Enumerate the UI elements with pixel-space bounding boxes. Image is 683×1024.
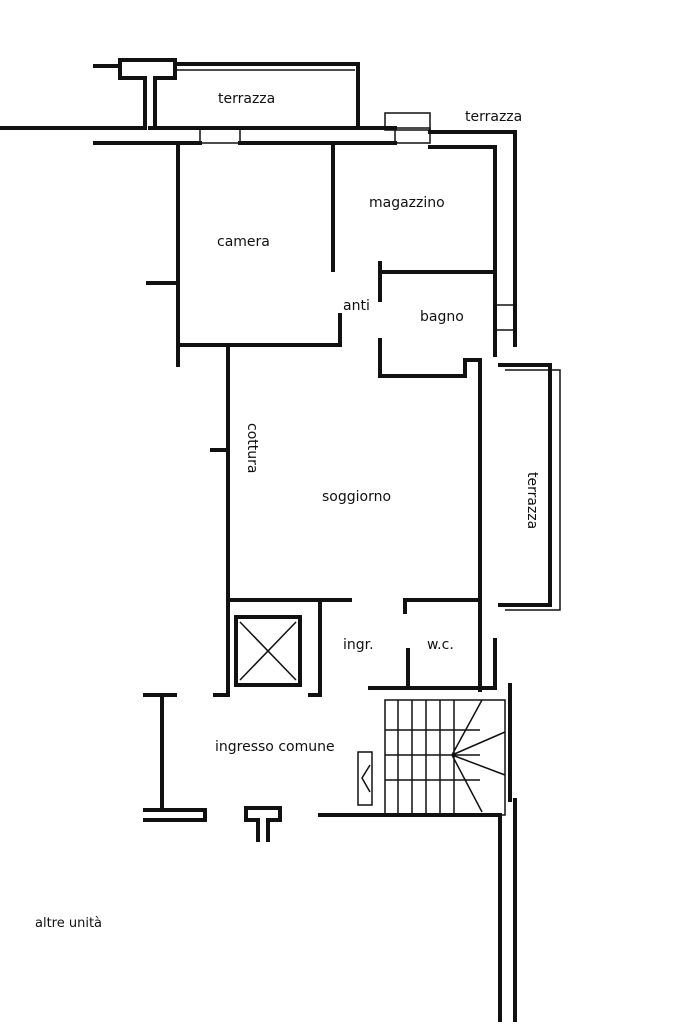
elevator-shaft (234, 615, 302, 687)
room-label-ingresso-comune: ingresso comune (215, 739, 335, 755)
room-label-terrazza-right: terrazza (465, 109, 523, 125)
room-label-cottura: cottura (244, 423, 260, 474)
room-label-magazzino: magazzino (369, 195, 445, 211)
window (384, 112, 431, 131)
room-label-anti: anti (343, 298, 370, 314)
window (199, 127, 241, 144)
room-label-bagno: bagno (420, 309, 464, 325)
room-label-terrazza-top: terrazza (218, 91, 276, 107)
walls (0, 58, 561, 1022)
room-label-soggiorno: soggiorno (322, 489, 392, 505)
room-label-wc: w.c. (427, 637, 454, 653)
room-label-ingr: ingr. (343, 637, 374, 653)
label-altre-unita: altre unità (35, 916, 103, 931)
room-label-terrazza-side: terrazza (524, 472, 540, 530)
room-label-camera: camera (217, 234, 270, 250)
